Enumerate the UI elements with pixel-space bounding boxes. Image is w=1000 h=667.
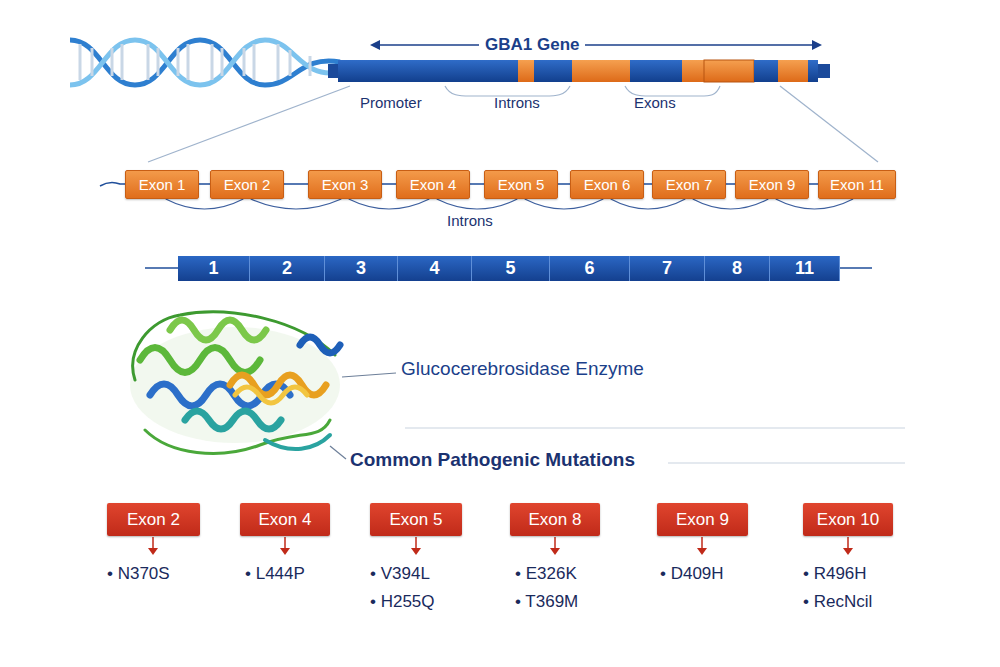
intron-arc — [776, 199, 853, 209]
part-label: Introns — [494, 94, 540, 111]
down-arrow — [148, 537, 853, 555]
exon-box: Exon 7 — [652, 170, 726, 199]
mutation-exon-box: Exon 5 — [370, 503, 462, 536]
mutation-exon-box: Exon 10 — [803, 503, 893, 536]
mutation-name: • V394L — [370, 564, 430, 584]
node-text: Exon 4 — [410, 176, 457, 193]
exon-segment: 8 — [705, 256, 770, 281]
part-label: Exons — [634, 94, 676, 111]
mutation-name: • E326K — [515, 564, 577, 584]
mutation-name: • D409H — [660, 564, 724, 584]
intron-arc — [693, 199, 769, 209]
part-label: Common Pathogenic Mutations — [350, 449, 635, 471]
node-text: Exon 3 — [322, 176, 369, 193]
mutation-exon-box: Exon 9 — [657, 503, 748, 536]
protein-structure — [130, 312, 340, 453]
mutation-name: • R496H — [803, 564, 867, 584]
part-label: Introns — [447, 212, 493, 229]
node-text: Exon 5 — [390, 510, 443, 530]
exon-segment: 4 — [398, 256, 472, 281]
intron-arc — [611, 199, 686, 209]
node-text: Exon 6 — [584, 176, 631, 193]
exon-segment: 7 — [630, 256, 705, 281]
node-text: 1 — [208, 258, 218, 279]
exon-segment: 6 — [550, 256, 630, 281]
node-text: Exon 9 — [676, 510, 729, 530]
intron-arc — [437, 199, 518, 209]
mutation-exon-box: Exon 4 — [240, 503, 330, 536]
part-label: Promoter — [360, 94, 422, 111]
exon-segment: 5 — [472, 256, 550, 281]
node-text: 7 — [662, 258, 672, 279]
node-text: 3 — [356, 258, 366, 279]
part-label: Glucocerebrosidase Enzyme — [401, 358, 644, 380]
intron-arc — [525, 199, 604, 209]
intron-arc — [349, 199, 430, 209]
mutation-exon-box: Exon 8 — [510, 503, 600, 536]
node-text: Exon 4 — [259, 510, 312, 530]
mutation-exon-box: Exon 2 — [107, 503, 200, 536]
mutation-name: • L444P — [245, 564, 305, 584]
exon-segment: 11 — [770, 256, 840, 281]
mutation-name: • T369M — [515, 592, 578, 612]
node-text: Exon 10 — [817, 510, 879, 530]
exon-box: Exon 5 — [484, 170, 558, 199]
mutation-name: • N370S — [107, 564, 170, 584]
node-text: Exon 7 — [666, 176, 713, 193]
node-text: Exon 5 — [498, 176, 545, 193]
mutation-name: • RecNcil — [803, 592, 872, 612]
intron-arc — [166, 199, 244, 209]
span-arrow — [370, 40, 822, 50]
dna-helix — [70, 40, 340, 85]
leader-line — [330, 373, 396, 459]
exon-box: Exon 11 — [818, 170, 896, 199]
exon-box: Exon 1 — [125, 170, 199, 199]
gene-bar — [328, 60, 830, 82]
node-text: Exon 1 — [139, 176, 186, 193]
node-text: Exon 9 — [749, 176, 796, 193]
exon-box: Exon 3 — [308, 170, 382, 199]
node-text: 4 — [429, 258, 439, 279]
node-text: Exon 2 — [224, 176, 271, 193]
intron-arc — [251, 199, 342, 209]
bracket — [148, 86, 878, 162]
node-text: 2 — [282, 258, 292, 279]
exon-segment: 3 — [325, 256, 398, 281]
diagram-title: GBA1 Gene — [479, 35, 585, 55]
node-text: Exon 2 — [127, 510, 180, 530]
node-text: 6 — [584, 258, 594, 279]
node-text: 8 — [732, 258, 742, 279]
exon-box: Exon 4 — [396, 170, 470, 199]
mutation-name: • H255Q — [370, 592, 435, 612]
exon-box: Exon 9 — [735, 170, 809, 199]
exon-box: Exon 6 — [570, 170, 644, 199]
node-text: 11 — [795, 258, 814, 279]
node-text: 5 — [505, 258, 515, 279]
exon-box: Exon 2 — [210, 170, 284, 199]
exon-segment: 2 — [250, 256, 325, 281]
node-text: Exon 8 — [529, 510, 582, 530]
exon-segment: 1 — [178, 256, 250, 281]
node-text: Exon 11 — [830, 176, 884, 193]
